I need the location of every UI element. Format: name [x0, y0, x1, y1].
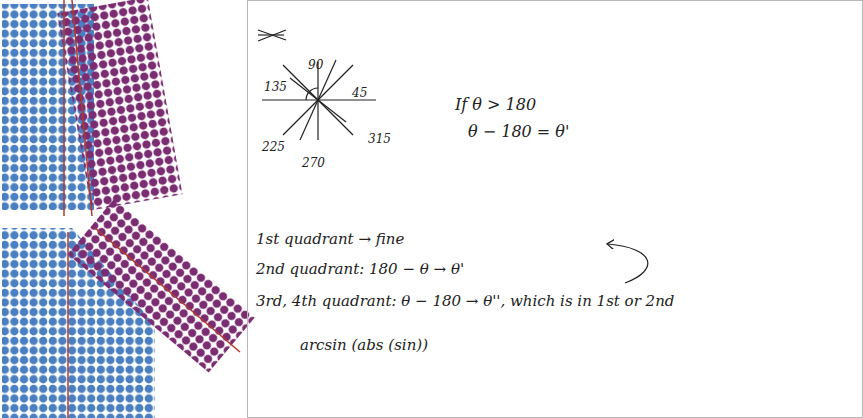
angle-label: 315 [368, 132, 391, 146]
note-text: 3rd, 4th quadrant: θ − 180 → θ'', which … [256, 292, 674, 310]
red-line [72, 0, 92, 216]
purple-dots [57, 0, 182, 210]
angle-label: 90 [308, 58, 323, 72]
angle-label: 135 [264, 80, 287, 94]
red-line [67, 232, 69, 418]
red-line [63, 0, 65, 216]
angle-label: 225 [262, 140, 285, 154]
note-text: If θ > 180 [455, 95, 536, 114]
paper-border [248, 1, 863, 418]
purple-dots [68, 199, 255, 372]
note-text: θ − 180 = θ' [468, 122, 569, 141]
note-text: 1st quadrant → fine [256, 230, 404, 248]
red-line [95, 228, 240, 352]
note-text: 2nd quadrant: 180 − θ → θ' [256, 260, 464, 278]
angle-label: 270 [302, 156, 325, 170]
note-text: arcsin (abs (sin)) [300, 336, 428, 354]
angle-label: 45 [352, 86, 367, 100]
